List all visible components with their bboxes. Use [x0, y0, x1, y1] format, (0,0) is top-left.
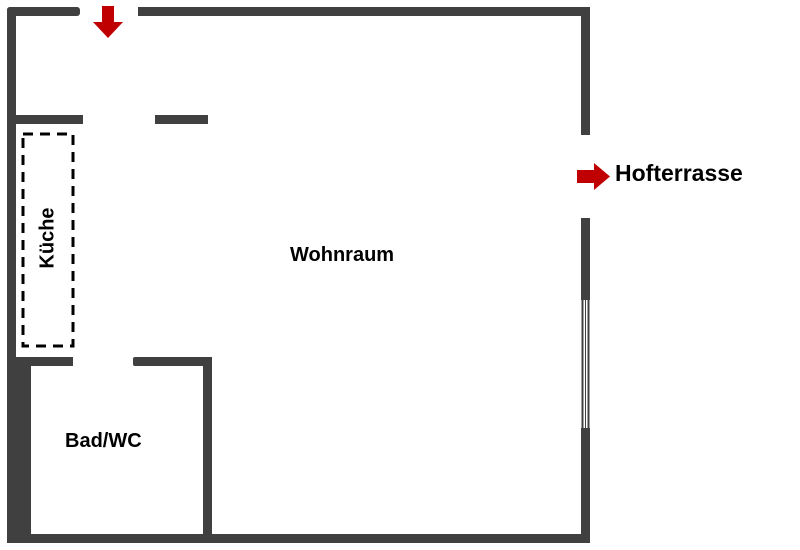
room-label-kitchen: Küche: [36, 207, 59, 269]
wall-left-bath: [7, 358, 31, 543]
wall-top-left: [7, 7, 80, 16]
wall-bottom: [7, 534, 590, 543]
wall-right-bottom: [581, 428, 590, 543]
room-label-living: Wohnraum: [290, 244, 395, 266]
wall-bath-right: [203, 357, 212, 543]
exit-label: Hofterrasse: [615, 160, 743, 186]
wall-top-right: [138, 7, 590, 16]
wall-right-top: [581, 7, 590, 135]
wall-kitchen-left: [16, 115, 83, 124]
kitchen-counter: [21, 132, 75, 348]
wall-kitchen-right: [155, 115, 208, 124]
wall-right-mid: [581, 218, 590, 300]
room-label-bath: Bad/WC: [65, 430, 142, 452]
wall-bath-top-right: [133, 357, 212, 366]
arrow-down-icon: [93, 6, 123, 38]
window: [581, 300, 590, 428]
arrow-right-icon: [577, 163, 610, 190]
wall-bath-top-left: [16, 357, 73, 366]
